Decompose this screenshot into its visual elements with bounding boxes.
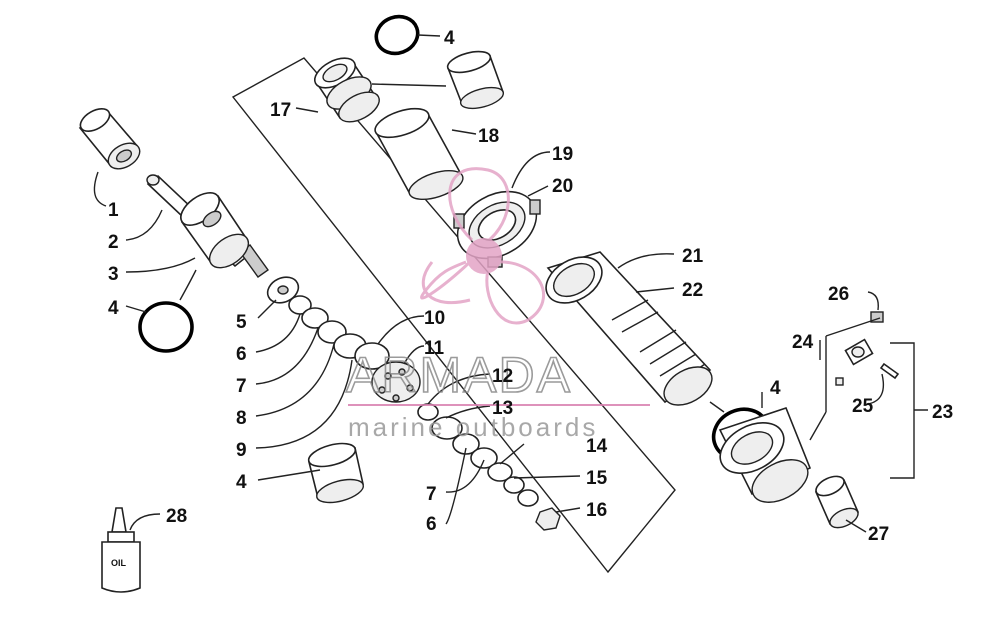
part-17-seal-head	[313, 57, 380, 123]
callout-label-6: 6	[236, 344, 247, 365]
subassembly-frame	[231, 57, 676, 574]
callout-label-14: 14	[586, 436, 608, 457]
part-4-oring-top	[374, 14, 420, 56]
callout-label-7: 7	[236, 376, 247, 397]
callout-label-13: 13	[492, 398, 513, 419]
watermark-tagline: marine outboards	[348, 412, 598, 442]
callout-label-24: 24	[792, 332, 814, 353]
callout-label-26: 26	[828, 284, 849, 305]
watermark-brand: ARMADA	[346, 347, 572, 403]
callout-label-6: 6	[426, 514, 437, 535]
callout-label-4: 4	[444, 28, 455, 49]
part-4-ring-bottom	[307, 442, 365, 504]
callout-label-4: 4	[108, 298, 119, 319]
callout-label-10: 10	[424, 308, 445, 329]
part-1-cap	[78, 108, 141, 170]
watermark: ARMADA marine outboards	[345, 167, 650, 442]
callout-label-5: 5	[236, 312, 247, 333]
part-4-oring-left	[138, 301, 194, 353]
part-24-26-valve	[835, 311, 900, 386]
callout-label-20: 20	[552, 176, 573, 197]
callout-label-23: 23	[932, 402, 953, 423]
part-4-ring-top	[446, 50, 505, 110]
callout-label-17: 17	[270, 100, 291, 121]
callout-label-4: 4	[770, 378, 781, 399]
part-23-reservoir	[718, 407, 812, 503]
callout-label-28: 28	[166, 506, 187, 527]
part-21-22-body-tube	[545, 251, 713, 406]
callout-label-27: 27	[868, 524, 889, 545]
propeller-logo	[420, 167, 546, 325]
part-28-oil-bottle: OIL	[101, 507, 141, 593]
callout-label-15: 15	[586, 468, 608, 489]
callout-label-21: 21	[682, 246, 704, 267]
callout-label-22: 22	[682, 280, 703, 301]
callout-labels: 1234567891011121314151617418192021222324…	[108, 28, 953, 545]
part-27-end-cap	[814, 475, 860, 529]
callout-label-1: 1	[108, 200, 119, 221]
part-3-body	[180, 192, 250, 269]
callout-label-19: 19	[552, 144, 573, 165]
callout-label-12: 12	[492, 366, 513, 387]
callout-label-11: 11	[424, 338, 445, 359]
callout-label-9: 9	[236, 440, 247, 461]
callout-label-2: 2	[108, 232, 119, 253]
callout-label-18: 18	[478, 126, 499, 147]
callout-label-8: 8	[236, 408, 247, 429]
callout-label-3: 3	[108, 264, 119, 285]
leader-lines	[93, 34, 928, 533]
damper-stack	[266, 276, 561, 531]
callout-label-16: 16	[586, 500, 607, 521]
oil-bottle-label: OIL	[111, 558, 127, 568]
callout-label-25: 25	[852, 396, 874, 417]
callout-label-7: 7	[426, 484, 437, 505]
callout-label-4: 4	[236, 472, 247, 493]
